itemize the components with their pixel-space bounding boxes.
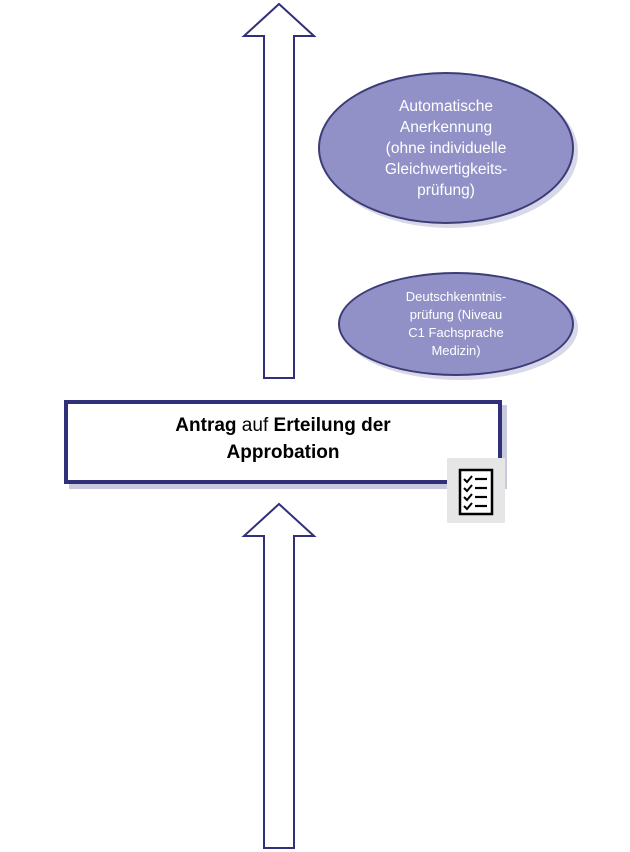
- upper-arrow: [241, 2, 317, 379]
- language-exam-ellipse: Deutschkenntnis- prüfung (Niveau C1 Fach…: [338, 272, 574, 376]
- automatic-recognition-line: (ohne individuelle: [385, 139, 507, 157]
- automatic-recognition-line: Gleichwertigkeits-: [384, 160, 508, 178]
- automatic-recognition-line: Anerkennung: [399, 118, 493, 136]
- language-exam-line: prüfung (Niveau: [409, 307, 503, 322]
- automatic-recognition-text: Automatische Anerkennung (ohne individue…: [362, 96, 530, 201]
- language-exam-text: Deutschkenntnis- prüfung (Niveau C1 Fach…: [391, 288, 521, 360]
- automatic-recognition-ellipse: Automatische Anerkennung (ohne individue…: [318, 72, 574, 224]
- language-exam-line: Deutschkenntnis-: [405, 289, 507, 304]
- language-exam-line: C1 Fachsprache: [408, 325, 504, 340]
- language-exam-line: Medizin): [431, 343, 481, 358]
- lower-arrow: [241, 502, 317, 849]
- application-word-erteilung: Erteilung der: [273, 415, 391, 436]
- automatic-recognition-line: Automatische: [399, 97, 493, 115]
- application-word-antrag: Antrag: [175, 415, 237, 436]
- application-word-auf: auf: [236, 415, 274, 436]
- automatic-recognition-line: prüfung): [417, 181, 475, 199]
- checklist-icon: [447, 458, 505, 523]
- application-word-approbation: Approbation: [226, 442, 340, 463]
